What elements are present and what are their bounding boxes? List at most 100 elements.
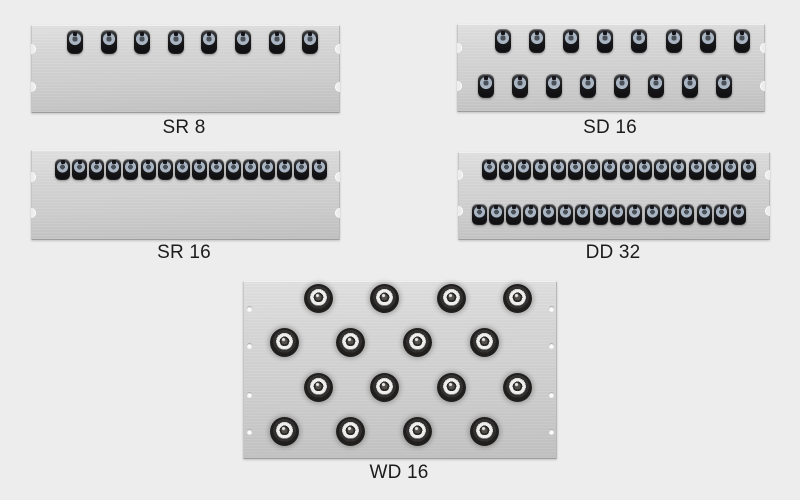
jack-socket [654,158,670,180]
jack-socket [243,158,259,180]
rack-notch [458,206,463,217]
jack-socket [648,74,664,98]
panel-sr8-faceplate [31,25,340,113]
mounting-hole [246,305,252,311]
jack-socket [662,203,678,225]
panel-sd16-label: SD 16 [583,117,637,138]
jack-socket [723,158,739,180]
jack-socket [558,203,574,225]
jack-socket [208,158,224,180]
jack-socket [699,29,716,53]
mounting-hole [246,428,252,434]
jack-socket [523,203,539,225]
rack-notch [760,81,765,92]
jack-socket [191,158,207,180]
rack-notch [31,172,36,183]
jack-socket [714,203,730,225]
jack-socket [665,29,682,53]
jack-socket [72,158,88,180]
jack-socket [235,30,251,54]
jack-socket [201,30,218,54]
jack-socket [100,30,117,54]
rack-notch [765,206,770,217]
jack-socket [294,158,310,180]
rack-notch [335,44,340,55]
jack-socket [481,158,497,180]
jack-socket [682,74,698,98]
jack-socket [706,158,721,180]
jack-socket [55,158,70,180]
panel-sr8-label: SR 8 [162,117,206,138]
panel-wd16-label: WD 16 [369,462,429,483]
rack-notch [335,207,340,218]
jack-socket [277,158,293,180]
jack-socket [106,158,122,180]
round-socket [436,372,466,402]
jack-socket [174,158,190,180]
jack-socket [627,203,643,225]
jack-socket [157,158,173,180]
jack-socket [302,30,319,54]
jack-socket [740,158,756,180]
jack-socket [167,30,184,54]
jack-socket [533,158,549,180]
panel-sr16-faceplate [31,150,340,240]
jack-socket [478,74,494,98]
rack-notch [31,207,36,218]
jack-socket [679,203,695,225]
mounting-hole [246,342,252,348]
panel-wd16-faceplate [243,281,557,459]
rack-notch [335,172,340,183]
jack-socket [731,203,747,225]
jack-socket [614,74,630,98]
jack-socket [562,29,579,53]
jack-socket [575,203,591,225]
mounting-hole [548,428,554,434]
mounting-hole [548,305,554,311]
jack-socket [516,158,532,180]
round-socket [503,372,532,402]
jack-socket [644,203,660,225]
round-socket [402,416,432,446]
panel-sd16-faceplate [457,24,765,112]
round-socket [503,283,532,313]
rack-notch [457,43,462,54]
round-socket [336,327,366,357]
round-socket [303,283,333,313]
jack-socket [592,203,608,225]
jack-socket [716,74,732,98]
jack-socket [631,29,648,53]
jack-socket [597,29,614,53]
rack-notch [31,82,36,93]
jack-socket [260,158,276,180]
rack-notch [457,81,462,92]
jack-socket [140,158,156,180]
jack-socket [123,158,139,180]
jack-socket [311,158,327,180]
rack-notch [31,44,36,55]
round-socket [336,416,366,446]
jack-socket [688,158,704,180]
rack-notch [335,82,340,93]
jack-socket [540,203,556,225]
round-socket [370,283,399,313]
jack-socket [528,29,545,53]
panel-dd32-label: DD 32 [585,242,641,263]
round-socket [269,327,299,357]
mounting-hole [246,391,252,397]
jack-socket [134,30,151,54]
round-socket [269,416,299,446]
round-socket [469,416,499,446]
jack-socket [471,203,487,225]
jack-socket [671,158,687,180]
jack-socket [488,203,504,225]
jack-socket [546,74,562,98]
jack-socket [636,158,652,180]
mounting-hole [548,342,554,348]
round-socket [303,372,333,402]
jack-socket [619,158,635,180]
panel-sr16-label: SR 16 [157,242,211,263]
jack-socket [585,158,601,180]
jack-socket [512,74,528,98]
